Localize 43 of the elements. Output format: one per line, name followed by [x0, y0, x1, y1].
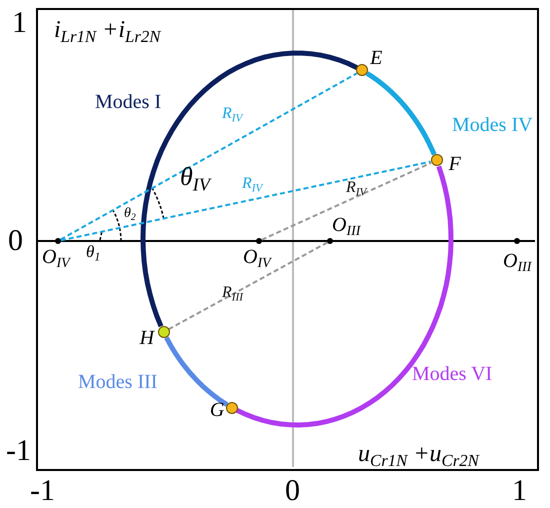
- point-marker: [356, 64, 368, 76]
- math-label: θ$_{2}$: [124, 207, 136, 223]
- trajectory-arc: [140, 50, 358, 328]
- math-label: u$_{Cr1N}$ +u$_{Cr2N}$: [358, 442, 479, 470]
- point-label: E: [370, 48, 382, 68]
- math-label: θ$_{1}$: [86, 243, 100, 264]
- point-marker: [514, 238, 520, 244]
- point-marker: [55, 238, 61, 244]
- edge-label: R$_{IV}$: [242, 176, 262, 195]
- point-marker: [158, 326, 170, 338]
- edge-label: R$_{IV}$: [222, 106, 242, 125]
- edge-label: R$_{IV}$: [346, 180, 366, 199]
- point-marker: [256, 238, 262, 244]
- point-label: O$_{III}$: [332, 215, 360, 240]
- mode-label: Modes VI: [412, 364, 492, 384]
- mode-label: Modes IV: [452, 115, 533, 135]
- mode-label: Modes I: [95, 92, 162, 112]
- point-label: G: [210, 400, 224, 420]
- trajectory-arc: [366, 71, 436, 156]
- edge-label: R$_{III}$: [222, 285, 243, 304]
- point-label: O$_{III}$: [503, 251, 532, 276]
- point-marker: [430, 154, 443, 166]
- point-label: O$_{IV}$: [42, 247, 70, 272]
- radius-line: [60, 72, 358, 240]
- math-label: i$_{Lr1N}$ +i$_{Lr2N}$: [54, 18, 160, 46]
- mode-label: Modes III: [78, 372, 158, 392]
- tick-label: -1: [6, 436, 31, 466]
- trajectory-arc: [236, 166, 454, 428]
- point-label: F: [448, 154, 461, 174]
- point-label: H: [140, 328, 154, 348]
- tick-label: 1: [512, 476, 527, 506]
- point-marker: [327, 238, 333, 244]
- radius-line: [60, 160, 431, 242]
- radius-line: [168, 242, 328, 330]
- point-marker: [226, 402, 238, 414]
- trajectory-arc: [164, 336, 228, 407]
- tick-label: 0: [285, 476, 300, 506]
- point-label: O$_{IV}$: [243, 247, 271, 272]
- math-label: θ$_{IV}$: [180, 164, 210, 194]
- tick-label: 0: [8, 226, 23, 256]
- tick-label: 1: [12, 8, 27, 38]
- tick-label: -1: [30, 476, 55, 506]
- radius-line: [261, 162, 432, 241]
